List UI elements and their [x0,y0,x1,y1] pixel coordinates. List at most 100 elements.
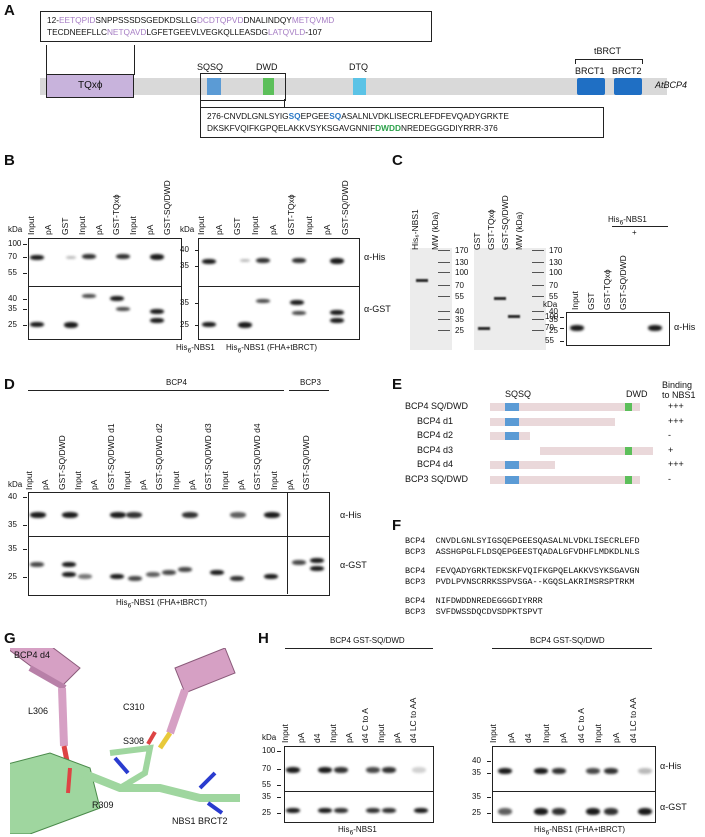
b-left-gst-band-2 [82,294,96,298]
b-left-his-band-0 [30,255,44,260]
b-left-gst-band-5 [150,309,164,314]
tqx-motif-5: LATQVLD [268,26,306,37]
c-gel2-mw-6: 35 [549,315,558,324]
h-right-lane-5: d4 C to A [575,708,586,743]
structure-image: BCP4 d4 L306 C310 S308 R309 NBS1 BRCT2 [10,648,272,834]
c-gel2-lane-1: GST-TQxϕ [486,209,496,250]
c-gel2-mw-2: 100 [549,268,563,277]
e-row-name-0: BCP4 SQ/DWD [405,401,469,411]
b-left-top-tick-2 [23,273,27,274]
tbrct-label: tBRCT [594,46,621,56]
h-right-gst-band-3 [586,808,600,815]
b-left-lane-6: Input [128,216,138,235]
h-right-lane-3: Input [540,724,551,743]
c-gel1-mw-7: 25 [455,326,464,335]
h-left-lane-8: d4 LC to AA [408,697,418,743]
seq-text: LGFETGEEVLVEGKQLLEASDG [146,26,269,37]
d-gst-band-2 [62,572,76,577]
e-row-bar-5 [490,475,640,484]
c-blot-lane-2: GST-TQxϕ [602,269,612,310]
b-right-gst-band-3 [290,300,304,305]
brct1-domain [577,78,605,95]
c-gel1-band [416,279,428,282]
e-row-binding-0: +++ [668,401,684,411]
label-bcp4-d4: BCP4 d4 [14,650,51,660]
panel-label-h: H [258,630,269,647]
c-gel2-ladder-7 [532,330,544,331]
b-left-gst-band-4 [116,307,130,311]
c-gel1-ladder-0 [438,250,450,251]
sq-motif-2: SQ [329,111,342,121]
h-left-lane-0: Input [280,724,290,743]
c-gel2-band-sqdwd [508,315,520,318]
alignment-bcp3-2: BCP3 PVDLPVNSCRRKSSPVSGA--KGQSLAKRIMSRSP… [405,577,635,587]
sqsq-label-e: SQSQ [505,389,532,399]
b-right-lane-7: pA [322,224,332,235]
d-lane-7: pA [138,479,149,490]
e-row-dwd-3 [625,446,632,455]
ab-gst-d: α-GST [340,560,367,570]
h-left-his-band-1 [318,767,332,773]
b-left-lane-4: pA [94,224,104,235]
alignment-bcp3-1: BCP3 ASSHGPGLFLDSQEPGEESTQADALGFVDHFLMDK… [405,547,640,557]
b-right-his-band-0 [202,259,216,264]
b-right-his-band-4 [330,258,344,264]
bcp4-label-d: BCP4 [166,378,187,387]
b-right-his-band-2 [256,258,270,263]
e-row-binding-3: + [668,444,674,455]
b-left-gst-band-0 [30,322,44,327]
gel-c-1 [410,248,452,350]
c-gel1-mw-1: 130 [455,258,469,267]
header-h-right: BCP4 GST-SQ/DWD [530,636,605,645]
c-gel1-lane-1: MW (kDa) [430,211,440,250]
d-gst-band-5 [128,576,142,581]
tqx-motif-3: METQVMD [291,15,335,25]
d-bot-mw-1: 25 [8,572,17,581]
h-right-gst-band-1 [534,808,548,815]
label-l306: L306 [28,706,49,716]
e-row-sqsq-5 [505,475,519,484]
b-left-his-band-3 [116,254,130,259]
d-lane-2: GST-SQ/DWD [56,435,67,490]
panel-label-b: B [4,152,15,169]
b-left-lane-5: GST-TQxϕ [111,194,121,235]
panel-label-e: E [392,376,403,393]
caption-h-left: His6-NBS1 [338,825,377,837]
d-gst-band-14 [310,566,324,571]
blot-h-right-gst [492,791,656,823]
h-right-lane-2: d4 [523,733,533,743]
h-left-bot-tick-0 [277,797,281,798]
b-left-top-tick-1 [23,257,27,258]
d-lane-5: GST-SQ/DWD d1 [105,423,116,490]
c-gel1-mw-4: 55 [455,292,464,301]
b-right-his-band-1 [240,259,250,262]
h-left-his-band-5 [412,767,426,773]
blot-h-left-gst [284,791,434,823]
seq-text: -107 [305,26,322,37]
d-gst-band-7 [162,570,176,575]
h-left-lane-6: Input [376,724,386,743]
b-left-top-mw-0: 100 [8,239,22,248]
h-left-lane-3: Input [328,724,338,743]
seq-text: ASALNLVDKLISECRLEFDFEVQADYGRKTE [341,111,509,121]
sqsq-label: SQSQ [197,62,224,72]
c-blot-lane-3: GST-SQ/DWD [618,255,628,310]
sq-dwd-region-box [200,73,286,101]
b-left-his-band-1 [66,256,76,259]
e-row-name-4: BCP4 d4 [417,459,454,469]
d-his-band-4 [182,512,198,518]
c-gel1-ladder-7 [438,330,450,331]
ab-his-b: α-His [364,252,386,262]
brct1-label: BRCT1 [575,66,605,76]
h-left-lane-7: pA [392,732,402,743]
c-gel1-mw-6: 35 [455,315,464,324]
caption-b-right: His6-NBS1 (FHA+tBRCT) [226,343,318,355]
seq-text: DKSKFVQIFKGPQELAKKVSYKSGAVGNNIF [207,122,376,133]
c-gel2-mw-3: 70 [549,281,558,290]
tqx-motif-2: DCDTQPVD [196,15,244,25]
d-gst-band-4 [110,574,124,579]
c-gel2-lane-2: GST-SQ/DWD [500,195,510,250]
h-right-bot-mw-0: 35 [472,792,481,801]
b-left-bot-mw-1: 35 [8,304,17,313]
c-gel2-lane-0: GST [472,232,482,250]
